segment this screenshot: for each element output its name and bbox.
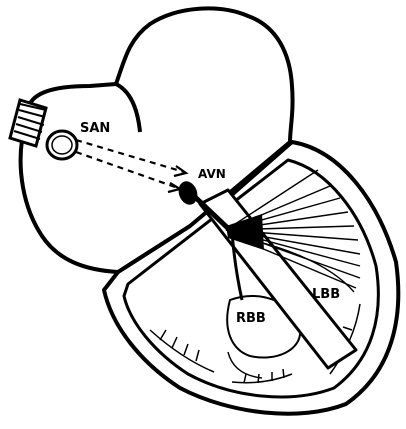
- sinoatrial-node: [47, 131, 77, 159]
- label-lbb: LBB: [312, 287, 340, 302]
- label-san: SAN: [80, 121, 110, 136]
- label-rbb: RBB: [236, 311, 266, 326]
- label-avn: AVN: [198, 167, 226, 181]
